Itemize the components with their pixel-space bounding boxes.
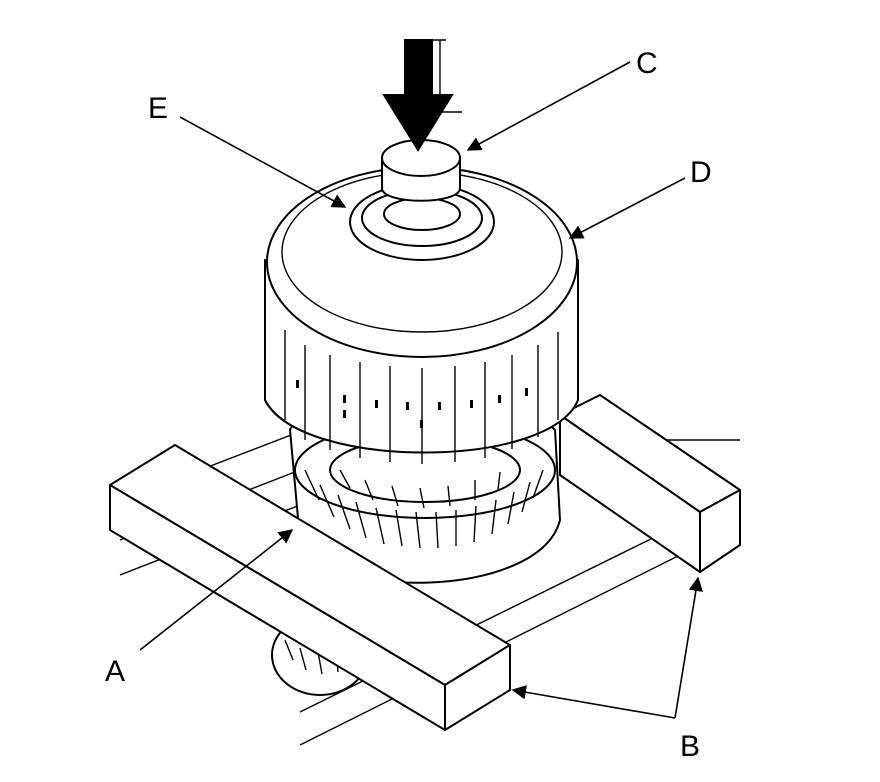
bearing-e (349, 183, 495, 261)
callout-d: D (690, 156, 712, 189)
leader-lines (139, 61, 704, 719)
support-block-right (559, 394, 741, 573)
clutch-drum-d (264, 166, 579, 464)
callout-a: A (105, 655, 125, 688)
callout-c: C (636, 47, 658, 80)
press-direction-arrow-icon (382, 39, 462, 152)
callout-e: E (148, 92, 168, 125)
support-block-left (109, 444, 511, 731)
callout-b: B (680, 730, 700, 763)
attachment-c (381, 139, 461, 202)
